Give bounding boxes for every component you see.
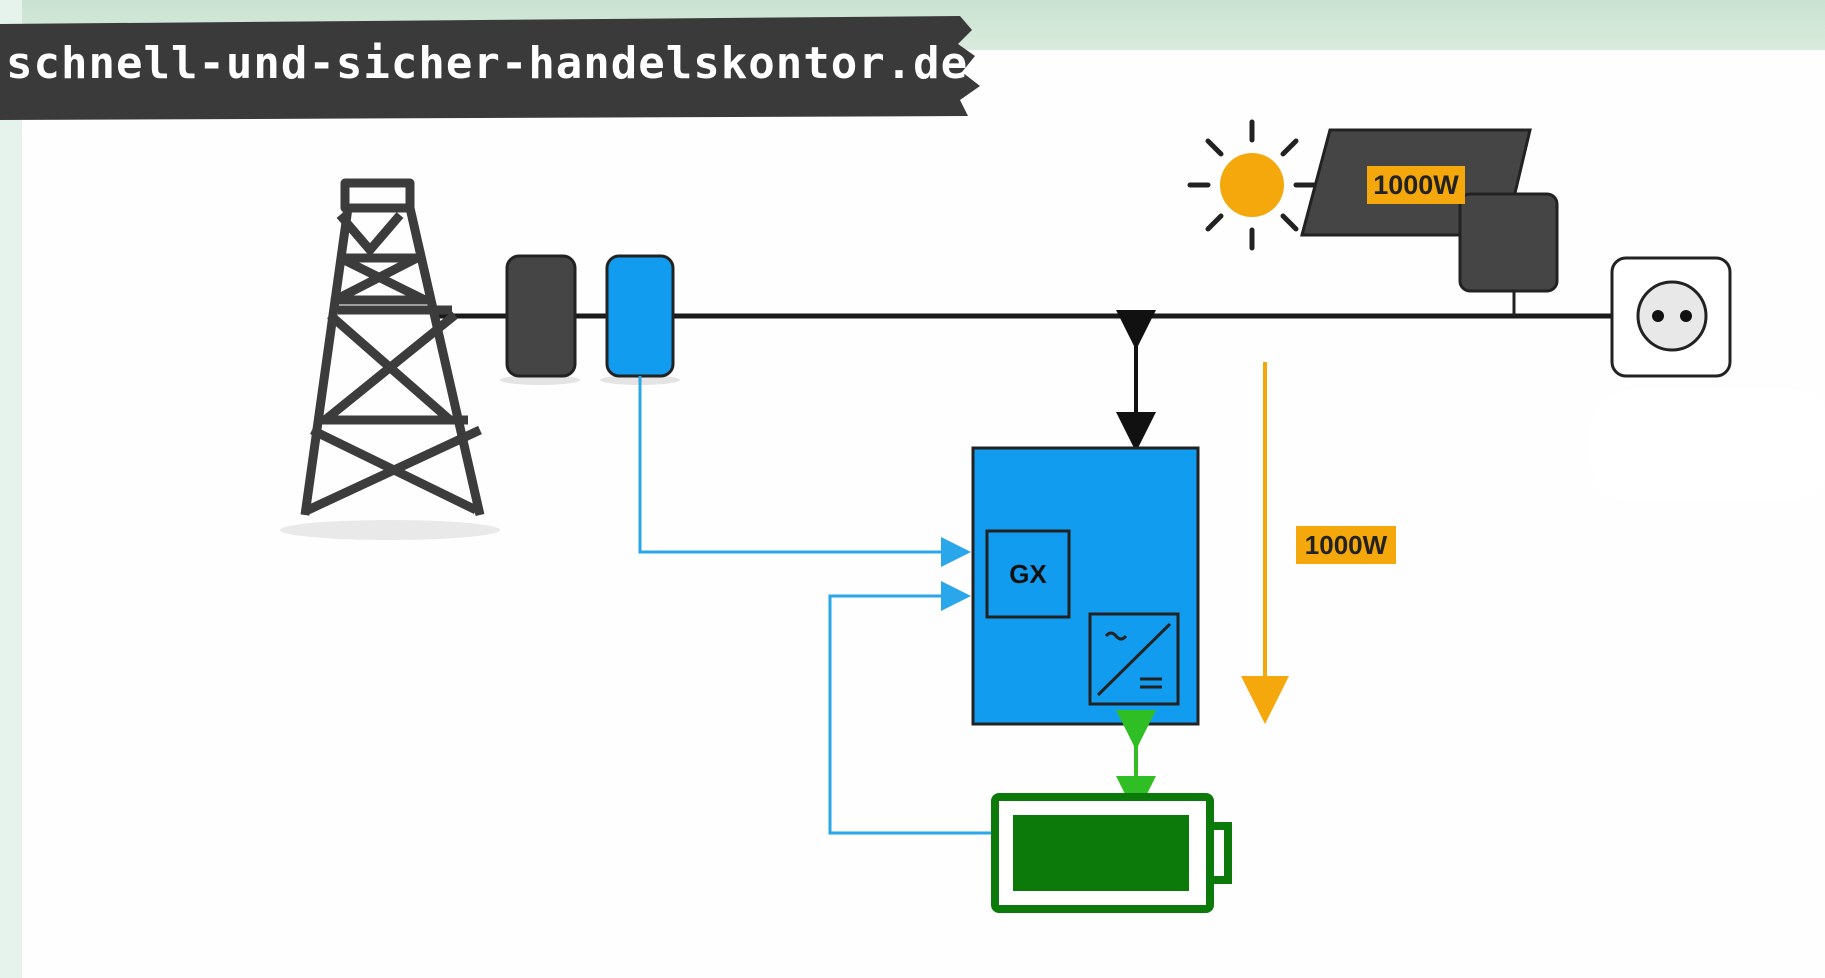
micro-inverter-icon [1458,192,1559,293]
background-blob [1590,390,1825,500]
power-tower-icon [280,178,500,540]
left-strip [0,0,22,978]
energy-meter-icon [500,254,580,385]
battery-comm-line [828,581,995,835]
power-socket-icon [1610,256,1732,378]
sun-icon [1187,119,1317,251]
gx-device-box [985,529,1071,619]
smart-meter-icon [600,254,680,385]
site-url[interactable]: schnell-und-sicher-handelskontor.de [6,38,969,89]
gx-label: GX [1009,559,1047,589]
battery-icon [991,793,1232,913]
inverter-charger-icon [971,446,1200,726]
ac-dc-converter-icon [1088,612,1180,706]
meter-comm-line [638,376,971,567]
site-banner [0,16,980,120]
solar-power-label: 1000W [1367,166,1465,204]
flow-power-label: 1000W [1296,526,1396,564]
